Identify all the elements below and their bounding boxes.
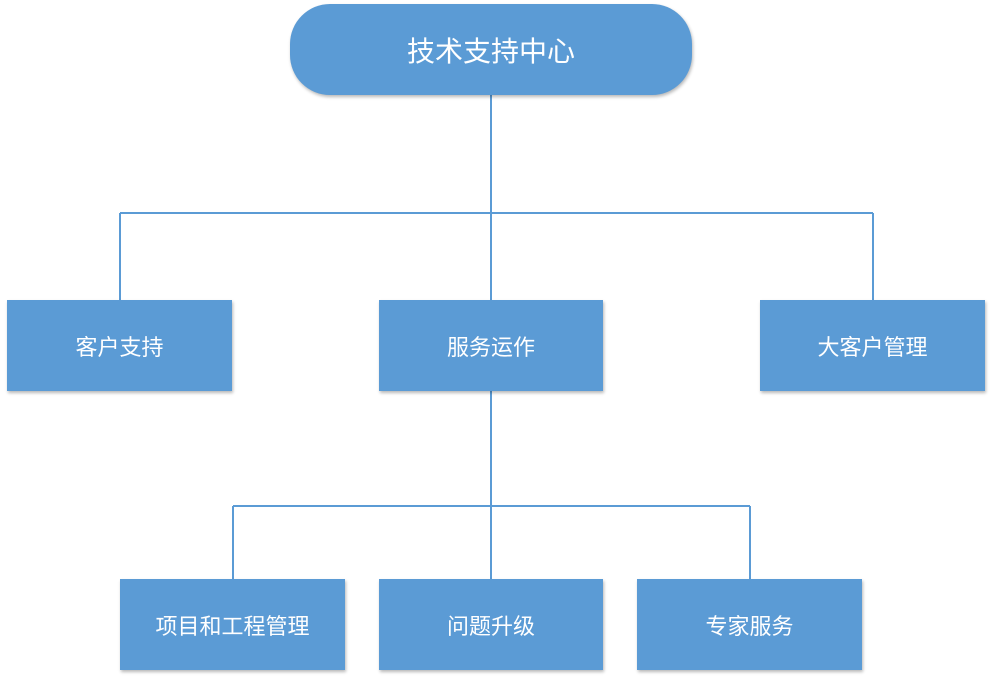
node-key-account-management: 大客户管理 xyxy=(760,300,985,391)
root-node-tech-support-center: 技术支持中心 xyxy=(290,4,692,95)
node-label: 大客户管理 xyxy=(817,335,928,361)
root-node-label: 技术支持中心 xyxy=(406,34,575,68)
node-label: 专家服务 xyxy=(705,614,794,640)
node-label: 问题升级 xyxy=(446,614,535,640)
node-customer-support: 客户支持 xyxy=(7,300,232,391)
node-project-engineering-management: 项目和工程管理 xyxy=(120,579,345,670)
node-label: 项目和工程管理 xyxy=(155,614,310,640)
node-label: 客户支持 xyxy=(75,335,164,361)
node-issue-escalation: 问题升级 xyxy=(379,579,603,670)
node-expert-services: 专家服务 xyxy=(637,579,862,670)
node-label: 服务运作 xyxy=(446,335,535,361)
node-service-operations: 服务运作 xyxy=(379,300,603,391)
